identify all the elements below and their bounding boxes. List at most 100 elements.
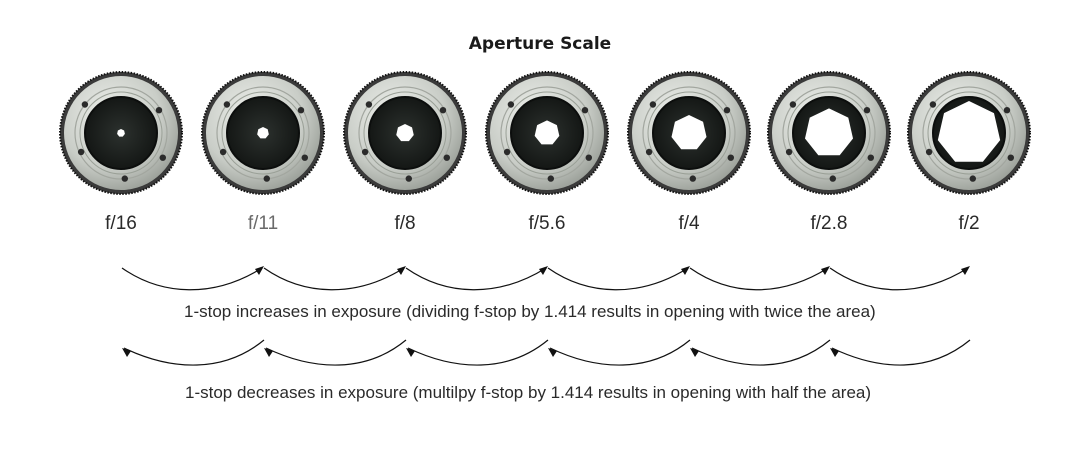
rim-knurling — [485, 71, 609, 195]
lens-aperture-f-5_6 — [485, 71, 609, 195]
increase-arrow — [263, 266, 406, 291]
mount-screw — [1007, 154, 1014, 161]
rim-knurling — [767, 71, 891, 195]
increase-arrow — [405, 266, 548, 291]
mount-ring — [358, 86, 452, 180]
mount-screw — [439, 107, 447, 114]
f-stop-label: f/2.8 — [810, 213, 848, 234]
blade-edge — [226, 96, 300, 170]
mount-screw — [829, 175, 836, 182]
mount-screw — [929, 101, 937, 108]
decrease-arrow — [830, 339, 971, 366]
aperture-opening — [671, 115, 707, 150]
mount-screw — [507, 101, 515, 108]
decrease-arrow — [548, 339, 691, 366]
mount-screw — [649, 101, 657, 108]
rim-knurling — [343, 71, 467, 195]
blade-edge — [792, 96, 866, 170]
rim-knurling — [907, 71, 1031, 195]
inner-ring — [647, 91, 731, 175]
mount-screw — [689, 175, 696, 182]
lens-aperture-f-16 — [59, 71, 183, 195]
decrease-arrow — [122, 339, 265, 366]
inner-ring — [787, 91, 871, 175]
f-stop-label: f/5.6 — [528, 213, 566, 234]
mount-screw — [727, 154, 734, 161]
mount-screw — [159, 154, 166, 161]
mount-screw — [361, 148, 369, 156]
mount-ring — [782, 86, 876, 180]
mount-screw — [585, 154, 592, 161]
mount-screw — [443, 154, 450, 161]
lens-aperture-f-8 — [343, 71, 467, 195]
mount-screw — [581, 107, 589, 114]
aperture-opening — [257, 127, 269, 139]
mount-screw — [297, 107, 305, 114]
mount-ring — [500, 86, 594, 180]
blade-edge — [932, 96, 1006, 170]
mount-screw — [547, 175, 554, 182]
rim-knurling — [59, 71, 183, 195]
lens-aperture-f-4 — [627, 71, 751, 195]
mount-screw — [863, 107, 871, 114]
lens-aperture-f-2_8 — [767, 71, 891, 195]
aperture-opening — [937, 101, 1001, 162]
f-stop-label: f/2 — [958, 213, 980, 234]
blade-edge — [84, 96, 158, 170]
aperture-opening — [804, 108, 854, 156]
mount-screw — [121, 175, 128, 182]
mount-screw — [219, 148, 227, 156]
inner-ring — [79, 91, 163, 175]
mount-screw — [645, 148, 653, 156]
increase-arrow — [547, 266, 690, 291]
inner-ring — [221, 91, 305, 175]
blade-edge — [368, 96, 442, 170]
decrease-caption: 1-stop decreases in exposure (multilpy f… — [185, 383, 872, 402]
mount-screw — [301, 154, 308, 161]
increase-arrow — [829, 266, 970, 291]
blade-edge — [510, 96, 584, 170]
mount-screw — [77, 148, 85, 156]
mount-screw — [723, 107, 731, 114]
mount-ring — [216, 86, 310, 180]
decrease-arrow — [406, 339, 549, 366]
lens-aperture-f-11 — [201, 71, 325, 195]
blade-edge — [652, 96, 726, 170]
mount-screw — [785, 148, 793, 156]
mount-screw — [1003, 107, 1011, 114]
mount-screw — [503, 148, 511, 156]
mount-screw — [925, 148, 933, 156]
mount-screw — [263, 175, 270, 182]
f-stop-label: f/16 — [105, 213, 137, 234]
diagram-title: Aperture Scale — [468, 34, 612, 54]
f-stop-label: f/4 — [678, 213, 700, 234]
mount-screw — [223, 101, 231, 108]
aperture-opening — [396, 124, 414, 142]
rim-knurling — [201, 71, 325, 195]
inner-ring — [363, 91, 447, 175]
lens-aperture-f-2 — [907, 71, 1031, 195]
mount-ring — [922, 86, 1016, 180]
rim-knurling — [627, 71, 751, 195]
inner-ring — [505, 91, 589, 175]
increase-caption: 1-stop increases in exposure (dividing f… — [184, 302, 876, 321]
f-stop-label: f/11 — [247, 213, 279, 234]
mount-screw — [867, 154, 874, 161]
decrease-arrow — [690, 339, 831, 366]
mount-screw — [405, 175, 412, 182]
mount-screw — [81, 101, 89, 108]
mount-ring — [74, 86, 168, 180]
aperture-opening — [117, 129, 125, 137]
aperture-opening — [534, 120, 560, 145]
mount-screw — [365, 101, 373, 108]
f-stop-label: f/8 — [394, 213, 416, 234]
mount-ring — [642, 86, 736, 180]
mount-screw — [155, 107, 163, 114]
inner-ring — [927, 91, 1011, 175]
mount-screw — [789, 101, 797, 108]
decrease-arrow — [264, 339, 407, 366]
increase-arrow — [121, 266, 264, 291]
mount-screw — [969, 175, 976, 182]
increase-arrow — [689, 266, 830, 291]
